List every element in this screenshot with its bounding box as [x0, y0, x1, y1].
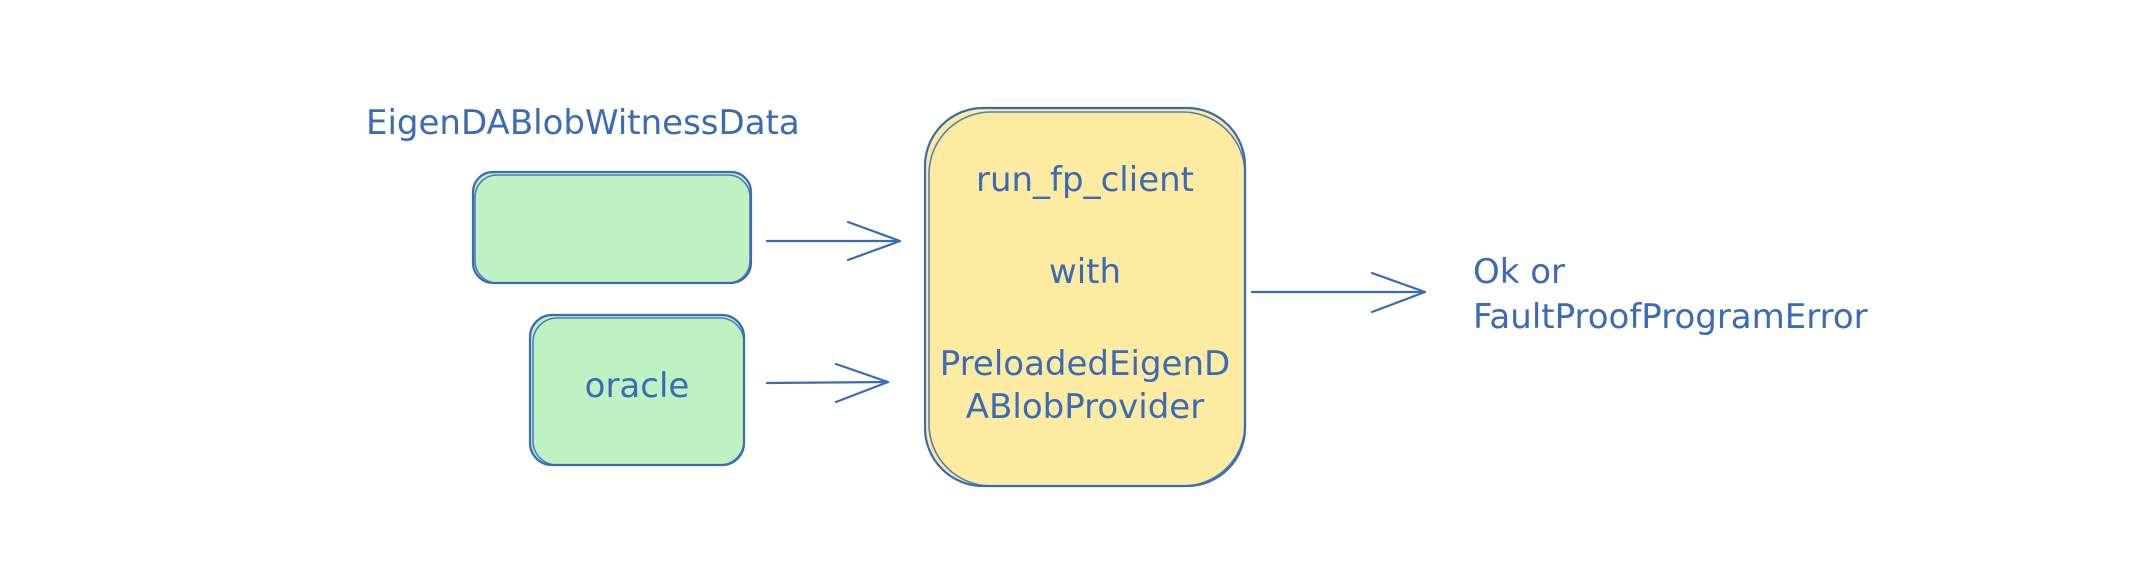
witness-data-box	[471, 170, 753, 285]
oracle-box	[528, 313, 746, 467]
result-line-2: FaultProofProgramError	[1473, 297, 1868, 337]
process-line-1: run_fp_client	[975, 160, 1194, 200]
arrow-process-to-result	[1250, 271, 1427, 314]
process-box	[923, 106, 1247, 488]
arrow-witness-to-process	[765, 220, 902, 262]
process-line-2: with	[1048, 252, 1122, 292]
process-line-3: PreloadedEigenD	[939, 344, 1231, 384]
witness-data-label: EigenDABlobWitnessData	[366, 103, 800, 143]
arrow-oracle-to-process	[765, 362, 890, 404]
result-line-1: Ok or	[1473, 252, 1566, 292]
oracle-label: oracle	[584, 366, 690, 406]
process-line-4: ABlobProvider	[965, 387, 1205, 427]
